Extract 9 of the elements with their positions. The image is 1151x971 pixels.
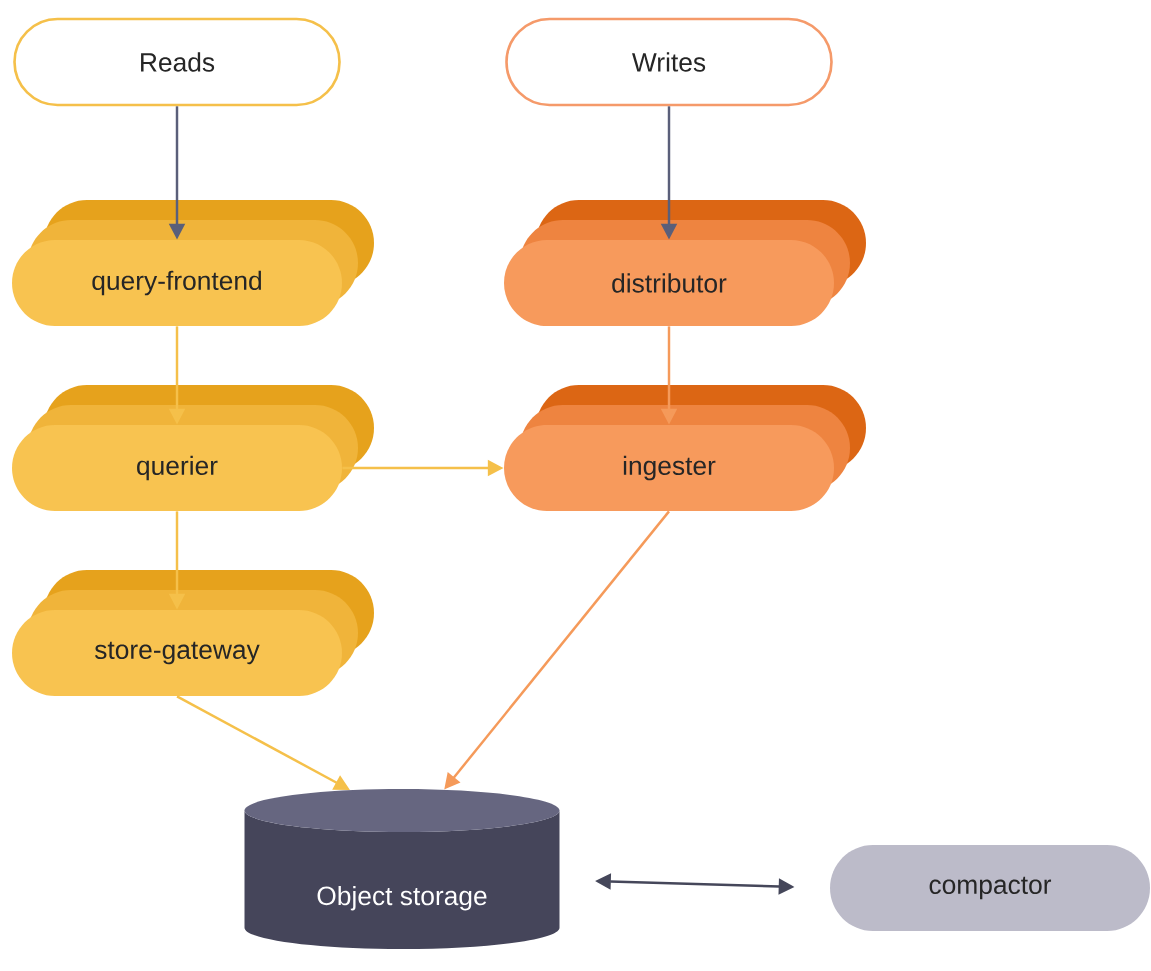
entry-box: Writes bbox=[505, 17, 833, 107]
service-box: query-frontend bbox=[12, 200, 374, 326]
service-box: compactor bbox=[830, 845, 1150, 931]
entry-box: Reads bbox=[13, 17, 341, 107]
service-box: ingester bbox=[504, 385, 866, 511]
service-box: store-gateway bbox=[12, 570, 374, 696]
storage-cylinder: Object storage bbox=[244, 789, 560, 950]
service-box: querier bbox=[12, 385, 374, 511]
service-box: distributor bbox=[504, 200, 866, 326]
